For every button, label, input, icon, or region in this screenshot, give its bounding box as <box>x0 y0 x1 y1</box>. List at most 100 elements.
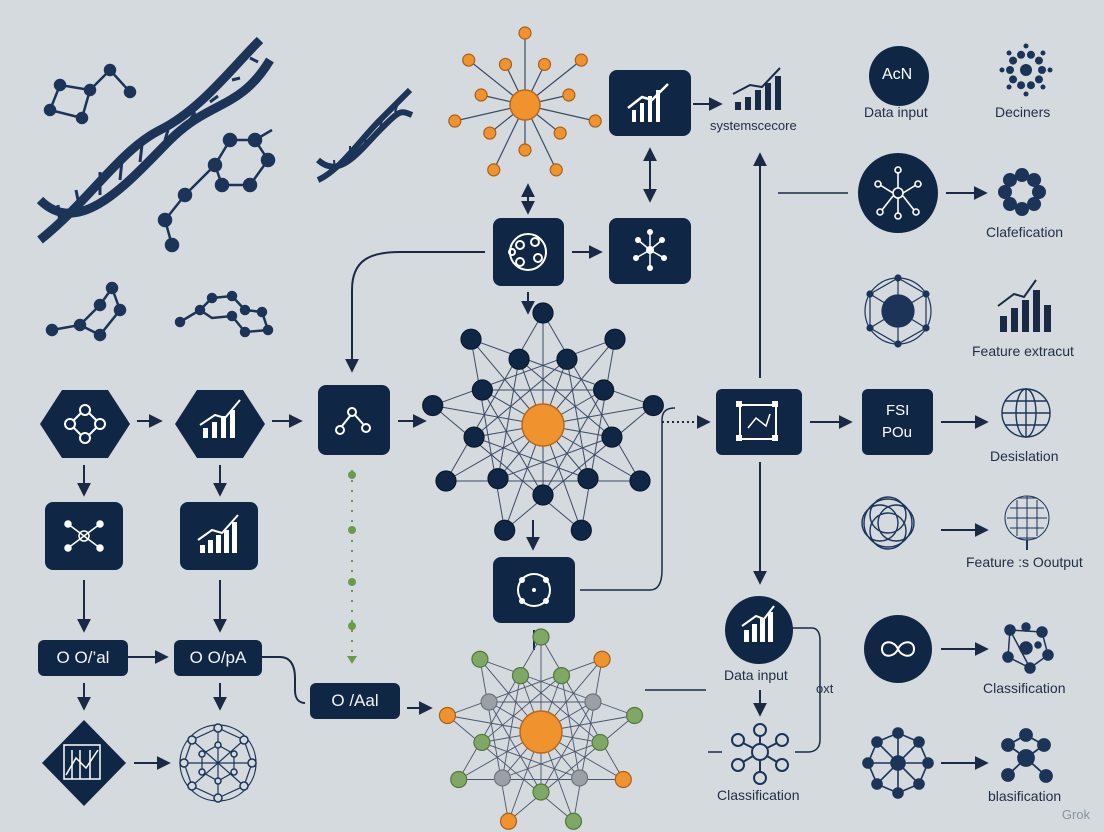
cluster-dot <box>1047 67 1053 73</box>
network-node <box>577 468 599 490</box>
label-feature-output: Feature :s Ooutput <box>966 554 1083 570</box>
pill-lower: O /Aal <box>310 683 400 719</box>
star-network-icon <box>862 727 934 799</box>
network-box-left <box>45 502 123 570</box>
cluster-dot <box>1009 56 1018 65</box>
label-data-input-bottom: Data input <box>724 667 788 683</box>
label-data-input-top: Data input <box>864 104 928 120</box>
cluster-graph-icon <box>1002 622 1054 674</box>
network-node <box>604 328 626 350</box>
cluster-dot <box>1027 197 1042 212</box>
cluster-dot <box>1027 172 1042 187</box>
selection-box <box>716 389 802 455</box>
label-clafefication: Clafefication <box>986 224 1064 240</box>
network-node <box>508 348 530 370</box>
chart-icon-right <box>997 279 1051 332</box>
cluster-dot <box>1009 75 1018 84</box>
chart-box-top <box>609 70 691 136</box>
network-node <box>499 812 518 830</box>
network-node <box>564 812 583 830</box>
node-link-box <box>318 385 390 455</box>
network-node <box>570 519 592 541</box>
hub-graph-icon <box>1001 728 1053 783</box>
network-node <box>438 706 457 725</box>
molecule-3 <box>45 281 127 342</box>
pou-text: POu <box>882 424 913 441</box>
label-classification-right: Classification <box>983 680 1066 696</box>
network-node <box>448 114 462 128</box>
network-node <box>494 519 516 541</box>
network-node <box>614 770 632 789</box>
cluster-dot <box>1038 66 1046 74</box>
network-node <box>552 667 571 685</box>
network-node <box>556 348 578 370</box>
network-node <box>480 693 498 711</box>
cluster-box-2 <box>609 218 691 284</box>
cluster-dot <box>1006 84 1012 90</box>
cluster-dot <box>1006 66 1014 74</box>
globe-icon <box>1001 388 1051 438</box>
cluster-dot <box>1034 75 1043 84</box>
cluster-dot <box>1002 172 1017 187</box>
hexagon-chart-icon <box>175 390 265 458</box>
label-feature-extracut: Feature extracut <box>972 343 1074 359</box>
pill-middle: O O/pA <box>174 640 262 676</box>
cluster-dot <box>1032 185 1046 199</box>
network-node <box>473 733 491 752</box>
network-node <box>642 394 664 417</box>
pill-left: O O/’al <box>38 640 128 676</box>
dna-helix-large <box>36 36 274 244</box>
molecule-2 <box>157 128 276 253</box>
label-blasification: blasification <box>988 788 1062 804</box>
label-oxt: oxt <box>816 681 834 696</box>
network-node <box>498 57 513 72</box>
infinity-icon <box>864 615 932 683</box>
network-node <box>462 53 476 67</box>
gear-network-icon <box>999 43 1053 97</box>
mesh-network-icon <box>179 723 257 803</box>
network-node <box>450 770 468 789</box>
cycle-box <box>493 557 575 623</box>
cluster-dot <box>1040 84 1046 90</box>
network-node <box>601 426 623 448</box>
network-node <box>584 693 602 711</box>
dna-helix-small <box>315 87 414 183</box>
cluster-dot <box>1017 81 1026 90</box>
acn-icon <box>869 46 929 106</box>
network-node <box>532 484 554 506</box>
network-node <box>532 628 550 646</box>
network-node <box>593 379 615 401</box>
chart-circle-bottom <box>725 596 793 664</box>
cluster-dot <box>998 185 1012 199</box>
ring-cluster-icon <box>998 168 1046 216</box>
network-node <box>435 470 457 492</box>
label-systemscore: systemscecore <box>710 118 797 133</box>
classification-network-icon <box>731 723 789 785</box>
watermark-text: Grok <box>1061 807 1090 822</box>
diamond-chart-icon <box>42 720 126 806</box>
network-node <box>471 650 489 668</box>
fsi-text: FSI <box>886 402 910 419</box>
network-node <box>570 769 589 787</box>
cluster-dot <box>1026 50 1035 59</box>
network-node <box>483 126 497 140</box>
network-node <box>591 733 609 752</box>
network-bottom-green <box>438 628 644 830</box>
network-node <box>460 328 482 350</box>
network-node <box>474 88 488 102</box>
network-node <box>422 394 444 417</box>
sphere-mesh-icon <box>864 274 932 348</box>
network-node <box>537 57 552 72</box>
cluster-dot <box>1023 43 1029 49</box>
label-desislation: Desislation <box>990 448 1059 464</box>
network-node <box>593 650 611 668</box>
cluster-dot <box>1017 50 1026 59</box>
cluster-box-1 <box>493 218 564 286</box>
cluster-dot <box>1040 50 1046 56</box>
network-center-navy <box>422 302 664 541</box>
chart-box-left <box>180 502 258 570</box>
network-node <box>532 783 550 801</box>
network-node <box>532 302 554 324</box>
network-node <box>493 769 512 787</box>
chart-icon-top-right <box>732 67 781 110</box>
